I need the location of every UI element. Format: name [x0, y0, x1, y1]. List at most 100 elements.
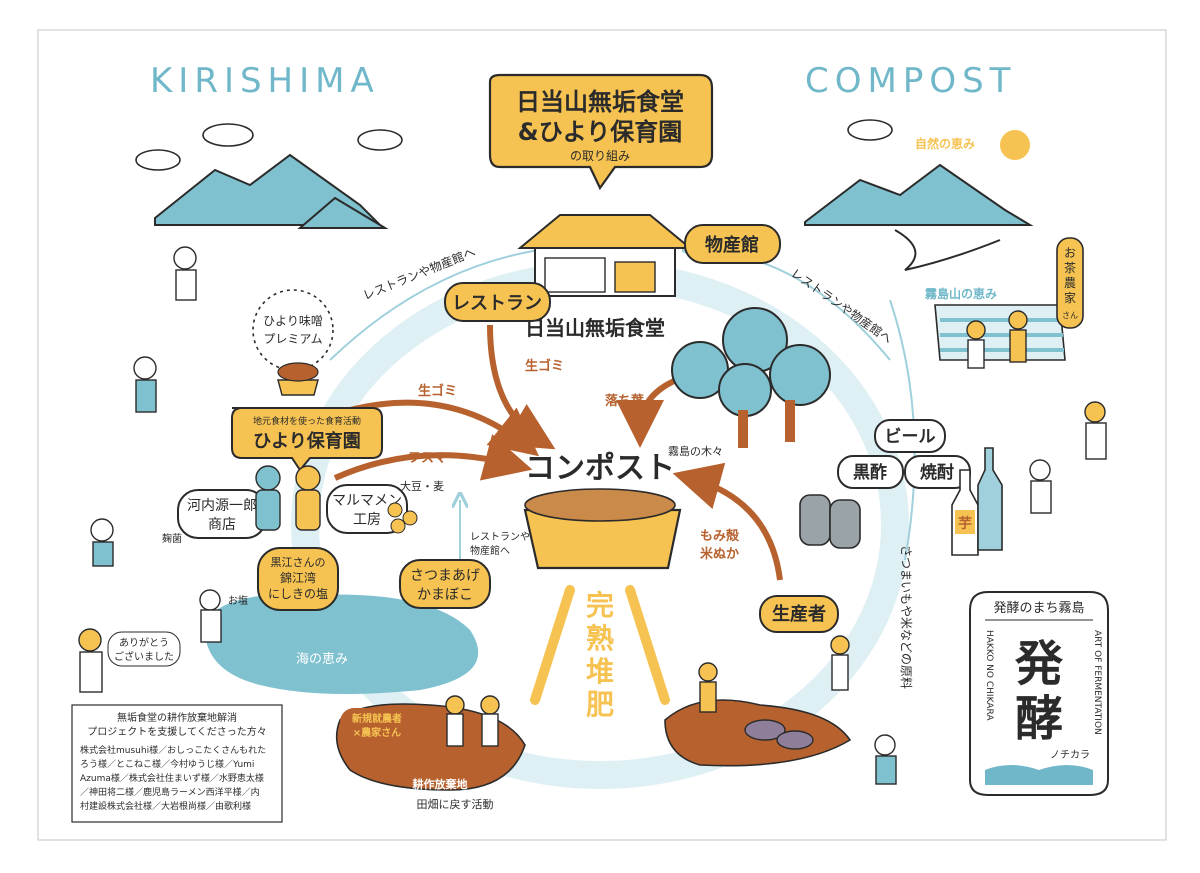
- label-ochiba: 落ち葉: [605, 393, 645, 409]
- shokudo-building-icon: [517, 214, 693, 297]
- label-umi: 海の恵み: [296, 652, 348, 667]
- bubble-line1: 日当山無垢食堂: [516, 88, 684, 116]
- tahata-label: 田畑に戻す活動: [417, 797, 494, 811]
- brown-arrows: [333, 324, 783, 581]
- logo-top: 発酵のまち霧島: [993, 601, 1084, 616]
- soybeans-icon: [387, 502, 418, 534]
- seisansha-bubble: 生産者: [759, 595, 839, 633]
- thanks-line-5: 村建設株式会社様／大岩根尚様／由歌利様: [80, 800, 251, 812]
- ocha-char-3: 農: [1064, 276, 1076, 290]
- restaurant-bubble: レストラン: [444, 282, 551, 322]
- kuroe-label-1: 黒江さんの: [271, 556, 326, 569]
- ocha-nouka-tag: お 茶 農 家 さん: [1056, 237, 1084, 329]
- cloud-icon: [847, 119, 893, 141]
- logo-sub: ノチカラ: [1050, 749, 1090, 761]
- hiyori-bubble: 地元食材を使った食育活動 ひより保育園: [231, 407, 383, 472]
- label-momigara: もみ殻: [700, 528, 740, 544]
- shochu-bubble: 焼酎: [904, 455, 971, 489]
- kawachi-label-1: 河内源一郎: [187, 498, 257, 514]
- arigato-bubble: ありがとう ございました: [107, 631, 181, 667]
- thanks-line-4: ／神田将二様／鹿児島ラーメン西洋平様／内: [80, 786, 260, 798]
- beer-bubble: ビール: [874, 419, 946, 453]
- kawachi-label-2: 商店: [208, 517, 236, 533]
- compost-label: コンポスト: [525, 451, 675, 486]
- sea-area: 海の恵み: [204, 594, 479, 694]
- shokudo-label: 日当山無垢食堂: [525, 316, 665, 340]
- kawachi-bubble: 河内源一郎 商店: [177, 489, 267, 539]
- yellow-arrow-right: [625, 585, 670, 705]
- kuroe-label-3: にしきの塩: [268, 586, 328, 601]
- marumamen-bubble: マルマメン 工房: [326, 484, 408, 534]
- arigato-line-1: ありがとう: [119, 636, 169, 649]
- kanjuku-char-2: 熟: [586, 622, 614, 655]
- kanjuku-taihi: 完 熟 堆 肥: [530, 585, 670, 721]
- satsumaage-label-2: かまぼこ: [417, 587, 473, 603]
- label-shizen: 自然の恵み: [915, 136, 975, 151]
- bubble-line2: &ひより保育園: [518, 118, 682, 146]
- compost-basket-icon: [523, 488, 682, 570]
- miso-jar-icon: [277, 379, 319, 396]
- sun-icon: [1000, 130, 1030, 160]
- center-speech-bubble: 日当山無垢食堂 &ひより保育園 の取り組み: [488, 73, 714, 191]
- logo-kanji-1: 発: [1015, 636, 1064, 692]
- shochu-label: 焼酎: [920, 462, 954, 483]
- label-kouji: 麹菌: [162, 532, 182, 545]
- kuroe-label-2: 錦江湾: [280, 570, 316, 585]
- label-namagomi-left: 生ゴミ: [418, 383, 457, 399]
- mountains-left: [135, 123, 403, 229]
- seisansha-label: 生産者: [772, 603, 826, 625]
- label-kiri-megumi: 霧島山の恵み: [925, 286, 997, 301]
- kurozu-bubble: 黒酢: [837, 455, 904, 489]
- imo-label: 芋: [958, 515, 972, 532]
- hakko-logo: 発酵のまち霧島 発 酵 ノチカラ HAKKO NO CHIKARA ART OF…: [969, 591, 1109, 796]
- arrow-label-mid-1: レストランや: [470, 531, 530, 543]
- thanks-line-2: ろう様／とこねこ様／今村ゆうじ様／Yumi: [80, 758, 254, 770]
- label-kiri-trees: 霧島の木々: [668, 444, 723, 458]
- thanks-line-1: 株式会社musuhi様／おしっこたくさんもれた: [80, 744, 266, 756]
- children-figures: [255, 465, 321, 531]
- yellow-arrow-left: [530, 585, 575, 705]
- mountains-right: [804, 119, 1034, 271]
- thanks-box: 無垢食堂の耕作放棄地解消 プロジェクトを支援してくださった方々 株式会社musu…: [71, 704, 283, 823]
- beer-label: ビール: [885, 427, 936, 447]
- miso-label-2: プレミアム: [263, 332, 322, 346]
- restaurant-label: レストラン: [452, 293, 542, 314]
- cloud-icon: [135, 123, 403, 171]
- kanjuku-char-4: 肥: [586, 688, 614, 721]
- title-compost: COMPOST: [805, 61, 1016, 101]
- hiyori-label: ひより保育園: [253, 430, 361, 452]
- kousaku-label: 耕作放棄地: [413, 777, 468, 791]
- ocha-char-5: さん: [1062, 311, 1078, 320]
- arrow-label-mid-2: 物産館へ: [470, 544, 510, 557]
- label-komenuka: 米ぬか: [700, 546, 739, 562]
- satsumaage-label-1: さつまあげ: [410, 568, 480, 584]
- label-oshio: お塩: [228, 594, 248, 607]
- thanks-heading-2: プロジェクトを支援してくださった方々: [87, 725, 266, 738]
- kurozu-label: 黒酢: [853, 462, 887, 483]
- thanks-heading-1: 無垢食堂の耕作放棄地解消: [117, 711, 237, 724]
- thanks-line-3: Azuma様／株式会社住まいず様／水野恵太様: [80, 772, 264, 784]
- miso-bubble: ひより味噌 プレミアム: [252, 289, 334, 396]
- kanjuku-char-1: 完: [586, 589, 614, 622]
- satsumaage-bubble: さつまあげ かまぼこ: [399, 559, 491, 609]
- ocha-char-2: 茶: [1064, 260, 1076, 275]
- bubble-line3: の取り組み: [570, 149, 630, 163]
- label-daizu: 大豆・麦: [400, 479, 444, 493]
- shinki-label-1: 新規就農者: [352, 712, 402, 725]
- trees-icon: [671, 307, 831, 448]
- misc-people: [78, 246, 1107, 785]
- logo-left-vertical: HAKKO NO CHIKARA: [984, 630, 994, 721]
- jars-bottles-icon: 芋: [799, 447, 1003, 556]
- shinki-label-2: ×農家さん: [353, 726, 401, 739]
- arigato-line-2: ございました: [114, 650, 174, 663]
- miso-label-1: ひより味噌: [263, 314, 323, 328]
- farmers-figures: [445, 310, 1028, 747]
- ocha-char-4: 家: [1064, 290, 1076, 305]
- bussankan-bubble: 物産館: [684, 224, 781, 264]
- hiyori-sub-label: 地元食材を使った食育活動: [253, 415, 361, 427]
- title-kirishima: KIRISHIMA: [150, 61, 380, 101]
- farm-field-right: [664, 699, 852, 767]
- shinki-bubble: 新規就農者 ×農家さん: [340, 708, 415, 742]
